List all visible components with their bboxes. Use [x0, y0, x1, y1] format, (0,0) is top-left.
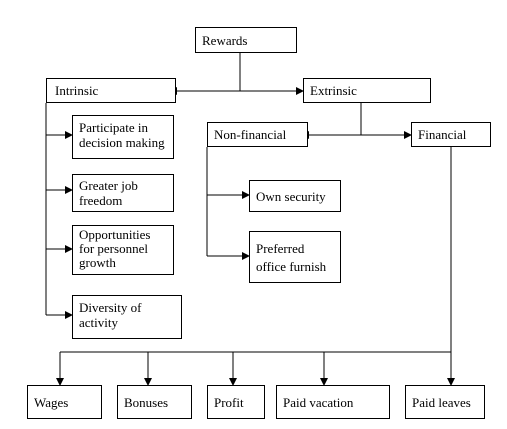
node-preferred-office: Preferred office furnish: [249, 231, 341, 283]
node-profit: Profit: [207, 385, 265, 419]
node-wages: Wages: [27, 385, 102, 419]
node-intrinsic: Intrinsic: [46, 78, 176, 103]
node-non-financial: Non-financial: [207, 122, 308, 147]
node-paid-leaves: Paid leaves: [405, 385, 485, 419]
node-rewards: Rewards: [195, 27, 297, 53]
node-participate: Participate in decision making: [72, 115, 174, 159]
node-freedom: Greater job freedom: [72, 174, 174, 212]
node-diversity: Diversity of activity: [72, 295, 182, 339]
node-financial: Financial: [411, 122, 491, 147]
node-extrinsic: Extrinsic: [303, 78, 431, 103]
node-bonuses: Bonuses: [117, 385, 192, 419]
node-own-security: Own security: [249, 180, 341, 212]
node-growth: Opportunities for personnel growth: [72, 225, 174, 275]
node-paid-vacation: Paid vacation: [276, 385, 390, 419]
